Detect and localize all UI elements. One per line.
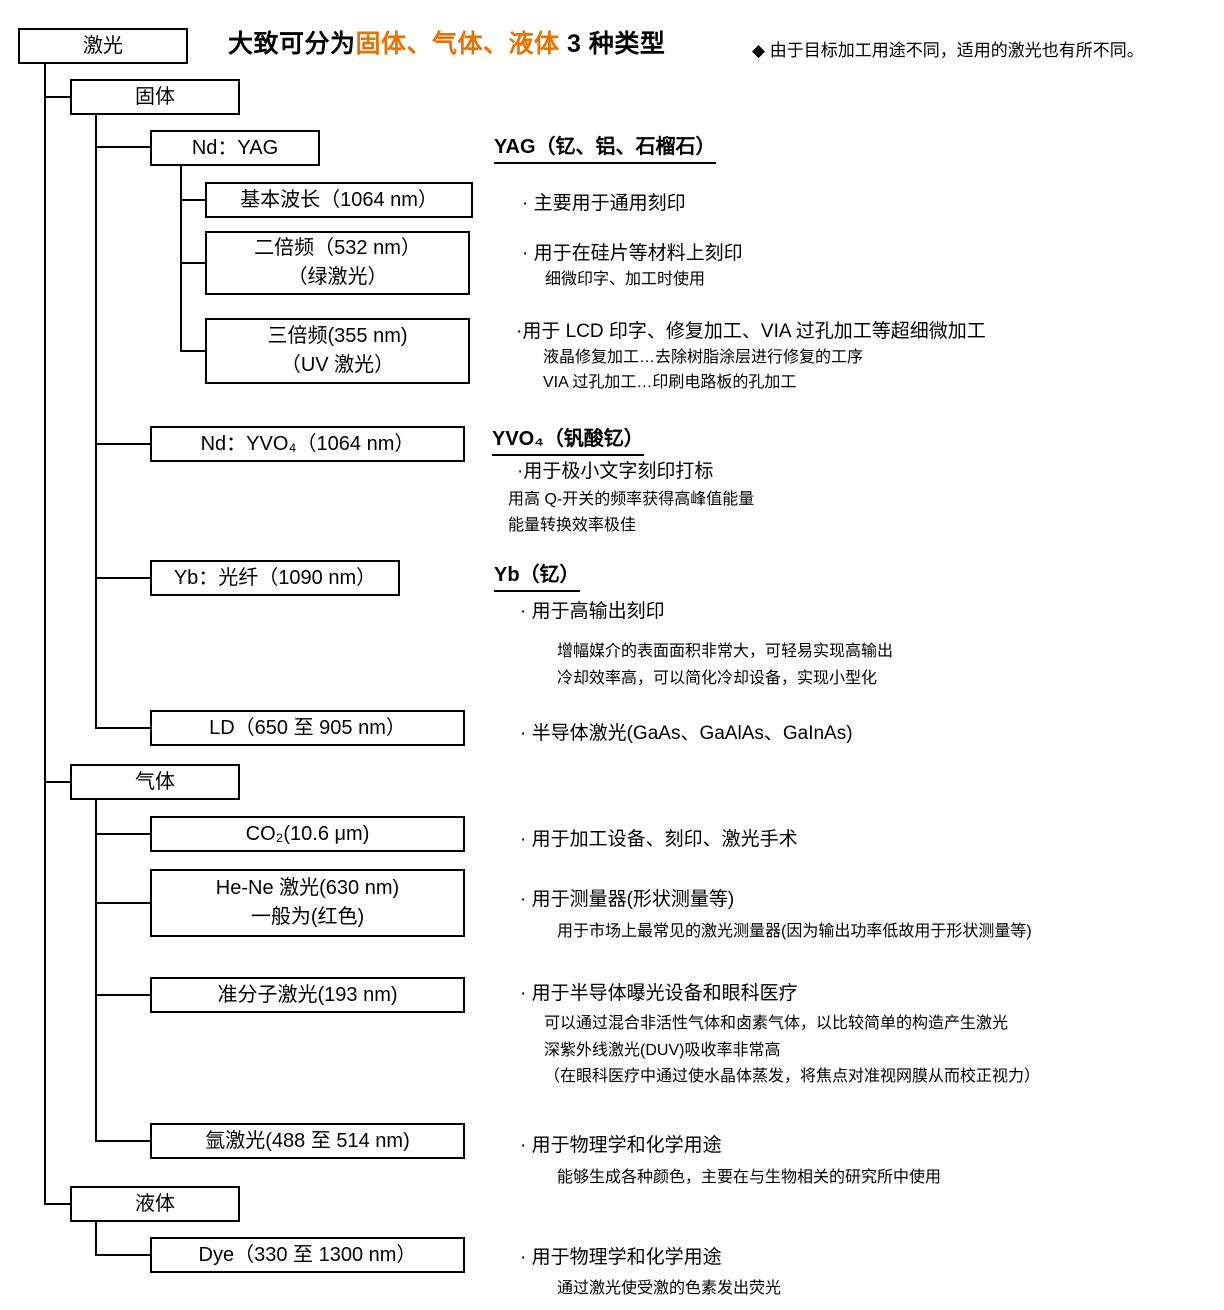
tree-connector — [180, 350, 205, 352]
node-label: 基本波长（1064 nm） — [240, 188, 438, 211]
top-note: ◆ 由于目标加工用途不同，适用的激光也有所不同。 — [752, 41, 1144, 60]
node-label: Nd：YAG — [191, 136, 279, 159]
node-label: CO₂(10.6 μm) — [245, 822, 370, 845]
yag-usage-2: · 用于在硅片等材料上刻印 — [522, 243, 743, 264]
node-third-harmonic: 三倍频(355 nm) （UV 激光） — [205, 318, 470, 384]
yb-detail-2: 冷却效率高，可以简化冷却设备，实现小型化 — [557, 670, 878, 687]
node-label: 氩激光(488 至 514 nm) — [205, 1129, 410, 1152]
tree-connector — [180, 199, 205, 201]
node-nd-yvo4: Nd：YVO₄（1064 nm） — [150, 426, 465, 462]
tree-connector — [180, 262, 205, 264]
yag-usage-3-detail-1: 液晶修复加工…去除树脂涂层进行修复的工序 — [543, 349, 864, 366]
excimer-usage: · 用于半导体曝光设备和眼科医疗 — [520, 983, 798, 1004]
hene-usage: · 用于测量器(形状测量等) — [520, 889, 735, 910]
yag-usage-3: ·用于 LCD 印字、修复加工、VIA 过孔加工等超细微加工 — [516, 321, 986, 342]
title-prefix: 大致可分为 — [228, 30, 356, 58]
tree-connector — [95, 1222, 97, 1256]
tree-connector — [44, 1203, 70, 1205]
tree-connector — [95, 577, 150, 579]
node-label: LD（650 至 905 nm） — [209, 716, 406, 739]
hene-detail: 用于市场上最常见的激光测量器(因为输出功率低故用于形状测量等) — [557, 923, 1032, 940]
tree-connector — [95, 800, 97, 1142]
node-argon: 氩激光(488 至 514 nm) — [150, 1123, 465, 1159]
dye-detail: 通过激光使受激的色素发出荧光 — [557, 1280, 782, 1297]
node-label: （UV 激光） — [280, 354, 395, 376]
tree-connector — [95, 833, 150, 835]
node-gas: 气体 — [70, 764, 240, 800]
node-label: He-Ne 激光(630 nm) — [215, 877, 400, 899]
dye-usage: · 用于物理学和化学用途 — [520, 1247, 722, 1268]
node-co2: CO₂(10.6 μm) — [150, 816, 465, 852]
node-he-ne: He-Ne 激光(630 nm) 一般为(红色) — [150, 869, 465, 937]
yb-detail-1: 增幅媒介的表面面积非常大，可轻易实现高输出 — [557, 643, 894, 660]
node-second-harmonic: 二倍频（532 nm） （绿激光） — [205, 231, 470, 295]
excimer-detail-3: （在眼科医疗中通过使水晶体蒸发，将焦点对准视网膜从而校正视力） — [544, 1068, 1041, 1085]
tree-connector — [180, 166, 182, 352]
yvo4-detail-2: 能量转换效率极佳 — [508, 517, 637, 534]
node-label: 激光 — [83, 34, 123, 57]
node-label: 固体 — [135, 85, 175, 108]
node-label: 气体 — [135, 770, 175, 793]
node-nd-yag: Nd：YAG — [150, 130, 320, 166]
node-label: 一般为(红色) — [250, 906, 365, 928]
node-solid: 固体 — [70, 79, 240, 115]
yag-heading: YAG（钇、铝、石榴石） — [494, 130, 716, 164]
yag-usage-1: · 主要用于通用刻印 — [522, 193, 686, 214]
node-fundamental-wavelength: 基本波长（1064 nm） — [205, 182, 473, 218]
tree-connector — [95, 902, 150, 904]
node-label: （绿激光） — [287, 266, 388, 288]
node-label: Yb：光纤（1090 nm） — [173, 566, 377, 589]
yag-usage-3-detail-2: VIA 过孔加工…印刷电路板的孔加工 — [543, 374, 797, 391]
title-suffix: 3 种类型 — [559, 30, 666, 58]
argon-usage: · 用于物理学和化学用途 — [520, 1135, 722, 1156]
yb-heading: Yb（钇） — [494, 558, 580, 592]
node-label: 准分子激光(193 nm) — [217, 983, 398, 1006]
node-dye: Dye（330 至 1300 nm） — [150, 1237, 465, 1273]
ld-usage: · 半导体激光(GaAs、GaAlAs、GaInAs) — [520, 723, 853, 744]
tree-connector — [95, 1254, 150, 1256]
tree-connector — [95, 727, 150, 729]
yag-usage-2-detail: 细微印字、加工时使用 — [545, 271, 706, 288]
page-title: 大致可分为固体、气体、液体 3 种类型 — [228, 24, 665, 60]
node-excimer: 准分子激光(193 nm) — [150, 977, 465, 1013]
tree-connector — [95, 1140, 150, 1142]
tree-connector — [95, 146, 150, 148]
tree-connector — [95, 115, 97, 729]
node-label: 二倍频（532 nm） — [254, 237, 421, 259]
co2-usage: · 用于加工设备、刻印、激光手术 — [520, 829, 798, 850]
excimer-detail-2: 深紫外线激光(DUV)吸收率非常高 — [544, 1042, 781, 1059]
yb-usage: · 用于高输出刻印 — [520, 601, 665, 622]
tree-connector — [95, 443, 150, 445]
tree-connector — [95, 994, 150, 996]
tree-connector — [44, 781, 70, 783]
node-label: Nd：YVO₄（1064 nm） — [200, 432, 415, 455]
node-label: 液体 — [135, 1192, 175, 1215]
yvo4-heading: YVO₄（钒酸钇） — [492, 422, 644, 456]
node-laser: 激光 — [18, 28, 188, 64]
node-ld: LD（650 至 905 nm） — [150, 710, 465, 746]
title-highlight: 固体、气体、液体 — [355, 30, 560, 58]
tree-connector — [44, 96, 70, 98]
node-label: Dye（330 至 1300 nm） — [198, 1243, 417, 1266]
node-liquid: 液体 — [70, 1186, 240, 1222]
excimer-detail-1: 可以通过混合非活性气体和卤素气体，以比较简单的构造产生激光 — [544, 1015, 1009, 1032]
yvo4-detail-1: 用高 Q-开关的频率获得高峰值能量 — [508, 491, 755, 508]
node-label: 三倍频(355 nm) — [267, 325, 408, 347]
node-yb-fiber: Yb：光纤（1090 nm） — [150, 560, 400, 596]
argon-detail: 能够生成各种颜色，主要在与生物相关的研究所中使用 — [557, 1169, 942, 1186]
tree-connector — [44, 64, 46, 1205]
yvo4-usage: ·用于极小文字刻印打标 — [517, 461, 714, 482]
